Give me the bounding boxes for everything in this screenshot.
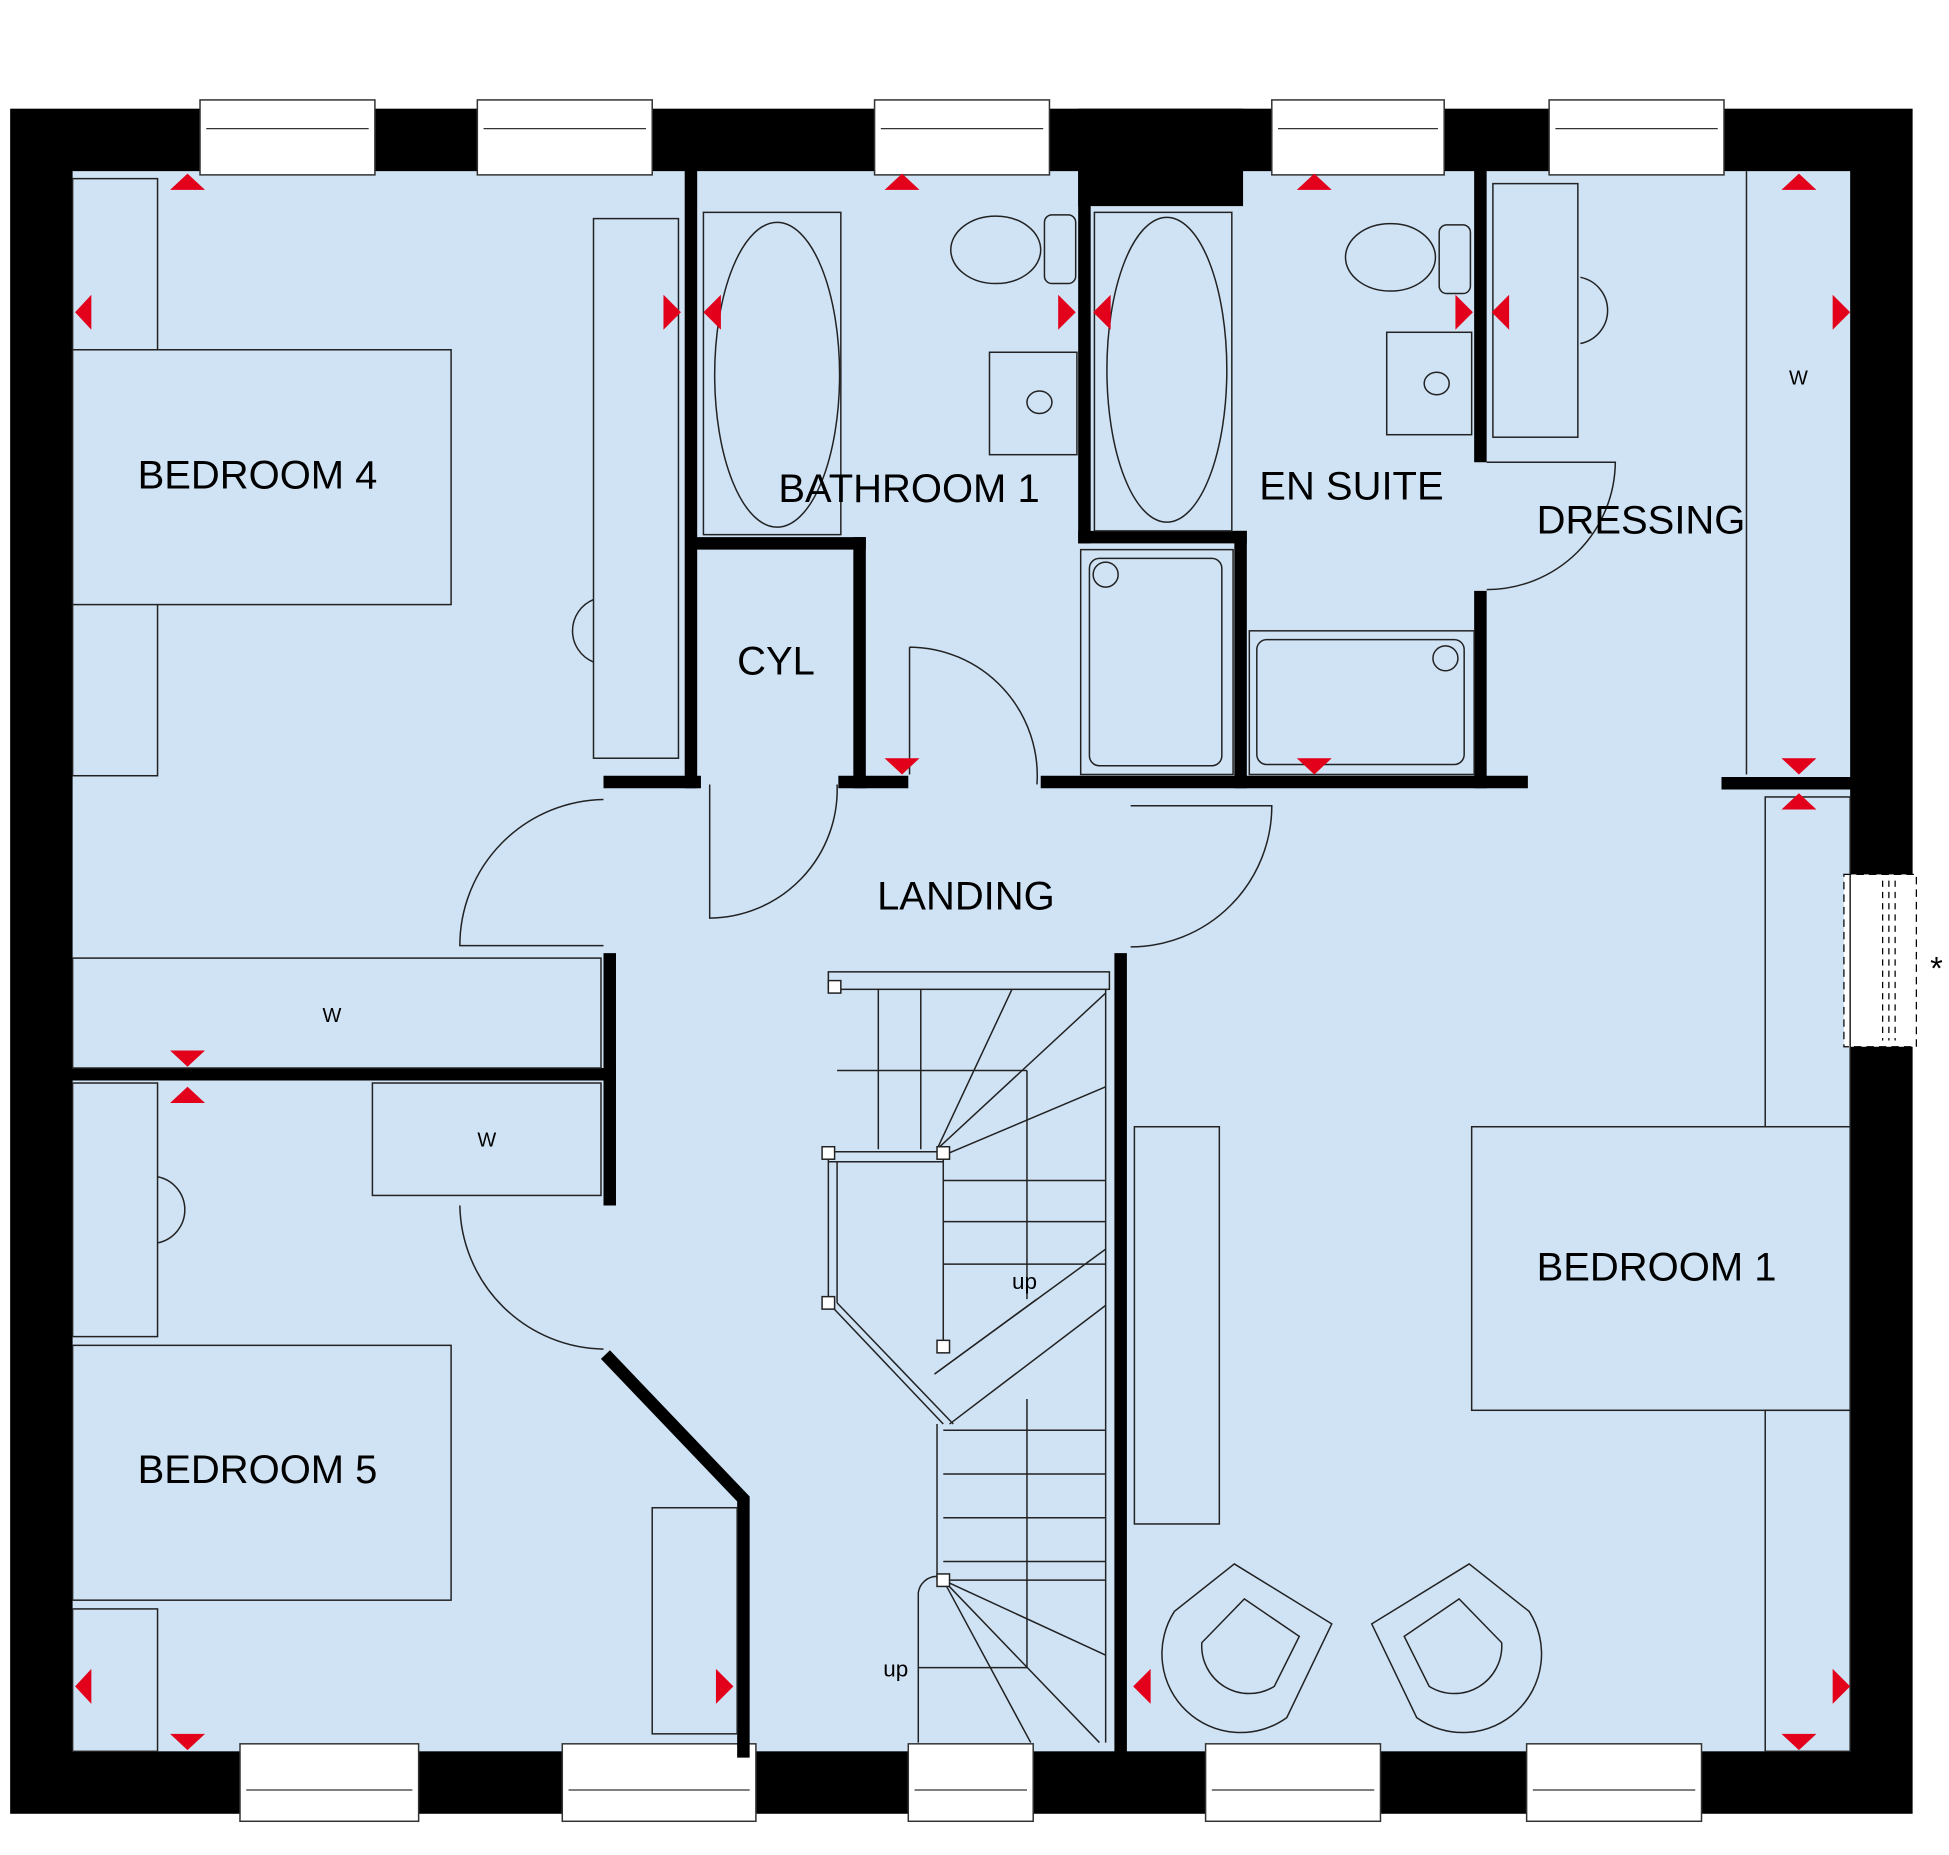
staircase[interactable] <box>821 971 1111 1744</box>
windows-top <box>199 99 1725 176</box>
room-label-landing: LANDING <box>877 874 1055 918</box>
stair-up-label: up <box>883 1656 908 1681</box>
room-label-bedroom-5: BEDROOM 5 <box>138 1448 378 1492</box>
stair-up-label: up <box>1012 1269 1037 1294</box>
sensor-markers <box>75 173 1851 1751</box>
window-right <box>1843 873 1917 1048</box>
room-label-bedroom-4: BEDROOM 4 <box>138 453 378 497</box>
room-label-cyl: CYL <box>737 640 815 684</box>
room-label-dressing: DRESSING <box>1537 498 1746 542</box>
room-label-bathroom-1: BATHROOM 1 <box>778 467 1039 511</box>
interior-walls <box>66 164 1857 1758</box>
wardrobe-label: W <box>477 1130 496 1152</box>
wardrobe-label: W <box>322 1005 341 1027</box>
room-label-bedroom-1: BEDROOM 1 <box>1537 1245 1777 1289</box>
wall-block <box>1078 108 1244 207</box>
wardrobe-label: W <box>1789 368 1808 390</box>
doors <box>459 461 1617 1350</box>
note-asterisk: * <box>1930 950 1943 986</box>
furniture <box>71 171 1851 1753</box>
windows-bottom <box>239 1743 1703 1823</box>
room-label-en-suite: EN SUITE <box>1259 465 1443 509</box>
